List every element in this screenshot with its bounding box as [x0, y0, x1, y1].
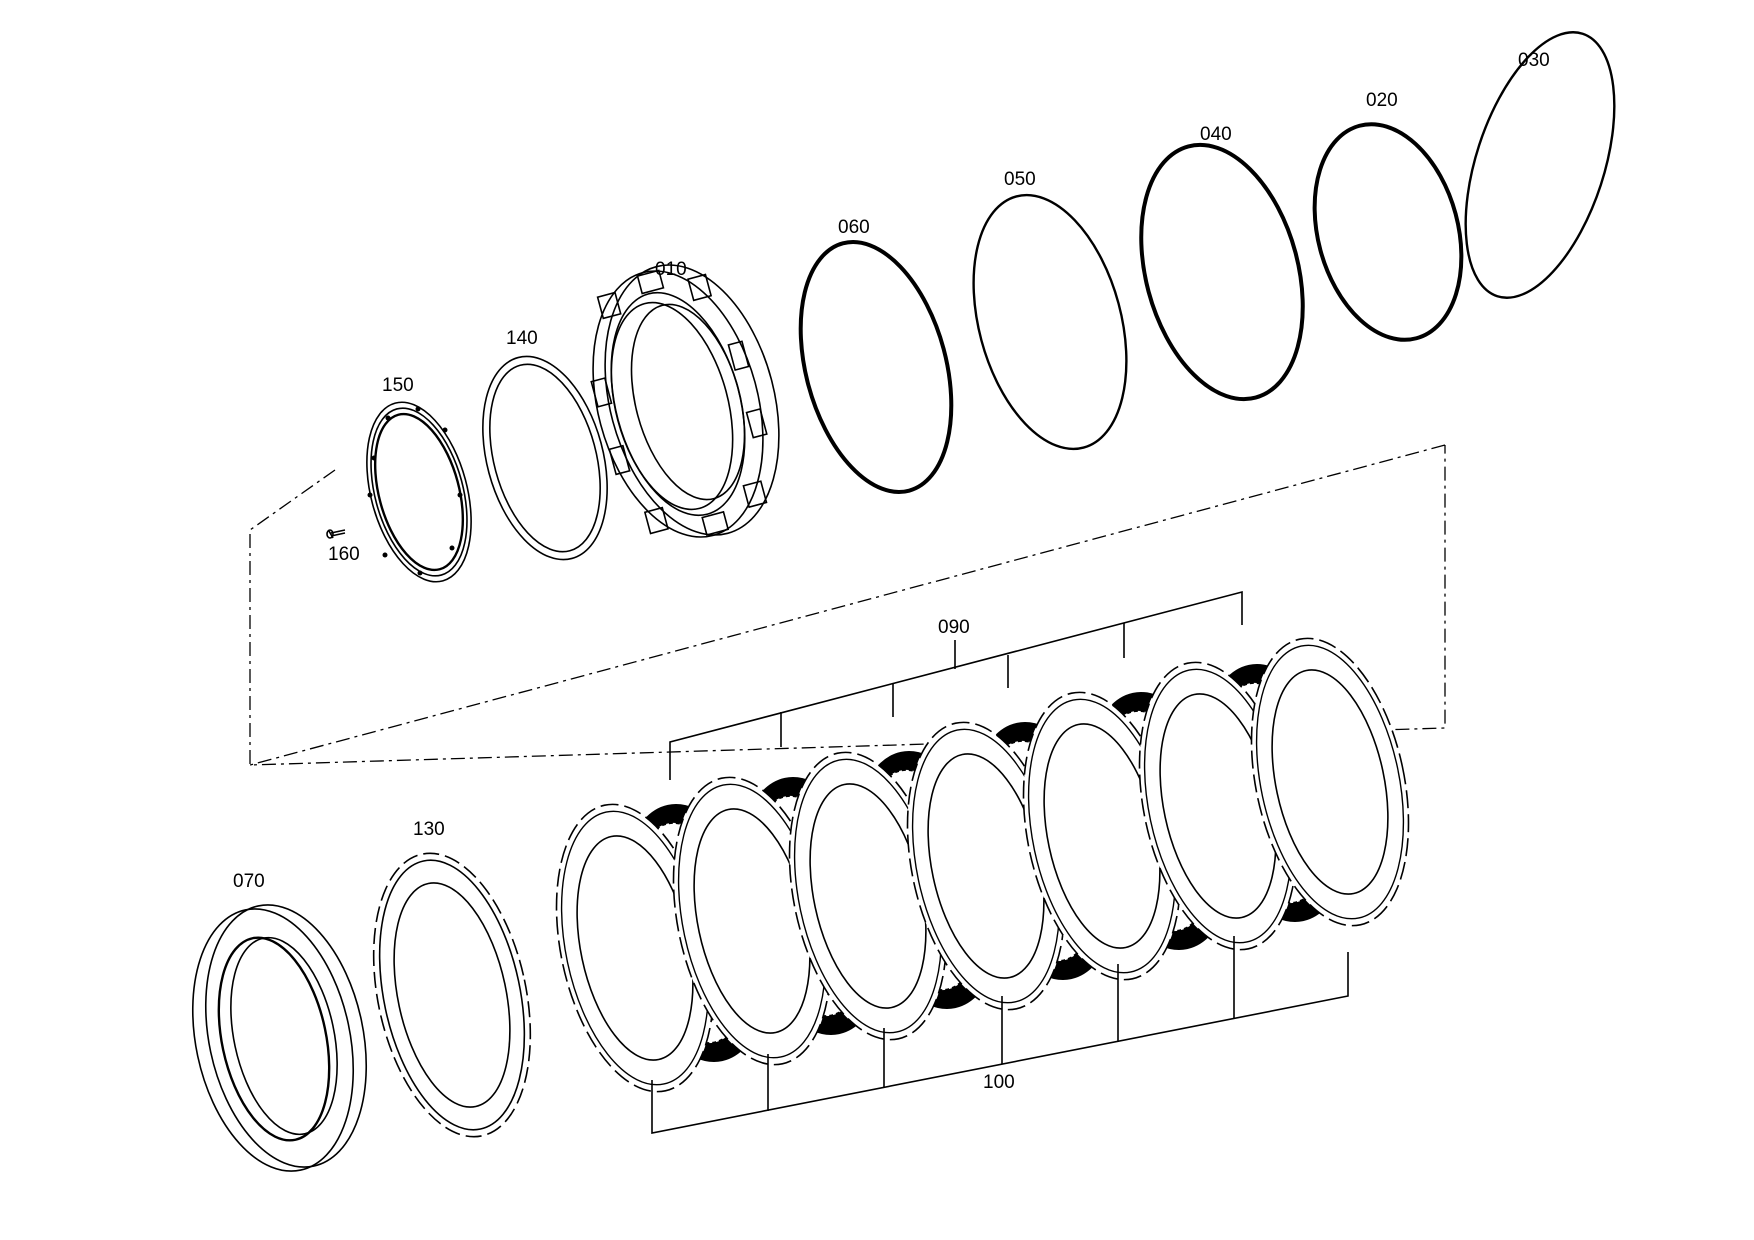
part-030: 030 [1464, 31, 1616, 299]
part-label: 020 [1366, 90, 1398, 111]
piston-pockets [590, 269, 768, 536]
part-050: 050 [972, 169, 1128, 451]
part-label: 030 [1518, 50, 1550, 71]
part-label: 150 [382, 375, 414, 396]
part-label: 010 [655, 259, 687, 280]
part-100-bracket: 100 [651, 936, 1349, 1134]
part-040: 040 [1139, 124, 1305, 402]
part-label: 160 [328, 544, 360, 565]
part-label: 100 [983, 1072, 1015, 1093]
part-150: 150 [366, 375, 472, 583]
part-label: 040 [1200, 124, 1232, 145]
part-label: 070 [233, 871, 265, 892]
part-010: 010 [590, 259, 780, 538]
part-070: 070 [191, 871, 368, 1172]
assembly-phantom-outline [249, 444, 1446, 766]
part-140: 140 [482, 328, 608, 561]
part-label: 050 [1004, 169, 1036, 190]
part-020: 020 [1312, 90, 1464, 342]
part-060: 060 [798, 217, 954, 494]
disc-holes [367, 406, 463, 576]
outer-steel-plate [1250, 637, 1410, 927]
part-090-bracket: 090 [669, 590, 1243, 780]
clutch-pack [555, 637, 1410, 1093]
part-label: 090 [938, 617, 970, 638]
part-label: 060 [838, 217, 870, 238]
part-160: 160 [326, 529, 360, 565]
part-label: 140 [506, 328, 538, 349]
part-130: 130 [372, 819, 532, 1138]
part-label: 130 [413, 819, 445, 840]
